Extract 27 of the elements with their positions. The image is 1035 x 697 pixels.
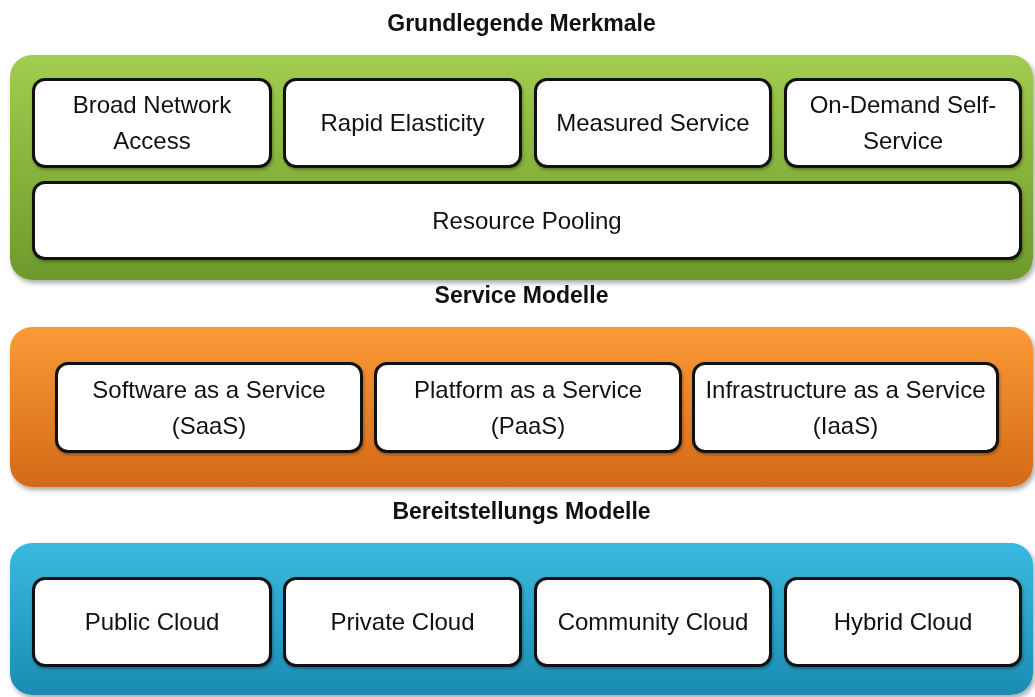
section-heading: Grundlegende Merkmale <box>387 10 656 37</box>
feature-label: Community Cloud <box>556 607 750 637</box>
feature-box <box>784 78 1022 168</box>
feature-label: Platform as a Service (PaaS) <box>412 374 644 441</box>
feature-label: Measured Service <box>555 108 751 138</box>
feature-label: Software as a Service (SaaS) <box>91 374 327 441</box>
section-heading: Service Modelle <box>434 282 609 309</box>
feature-label: On-Demand Self-Service <box>808 90 998 156</box>
section-heading: Bereitstellungs Modelle <box>392 498 651 525</box>
feature-label: Infrastructure as a Service (IaaS) <box>704 374 987 441</box>
feature-label: Hybrid Cloud <box>832 607 974 637</box>
feature-box <box>784 577 1022 667</box>
feature-box <box>32 181 1022 260</box>
feature-box <box>32 78 272 168</box>
feature-label: Rapid Elasticity <box>319 108 486 138</box>
feature-box <box>534 78 772 168</box>
feature-box <box>374 362 682 453</box>
feature-box <box>692 362 999 453</box>
feature-box <box>283 577 522 667</box>
feature-label: Private Cloud <box>329 607 476 637</box>
feature-box <box>283 78 522 168</box>
feature-label: Resource Pooling <box>431 205 623 236</box>
feature-box <box>32 577 272 667</box>
feature-box <box>55 362 363 453</box>
feature-label: Public Cloud <box>83 607 221 637</box>
feature-box <box>534 577 772 667</box>
feature-label: Broad Network Access <box>71 90 233 156</box>
